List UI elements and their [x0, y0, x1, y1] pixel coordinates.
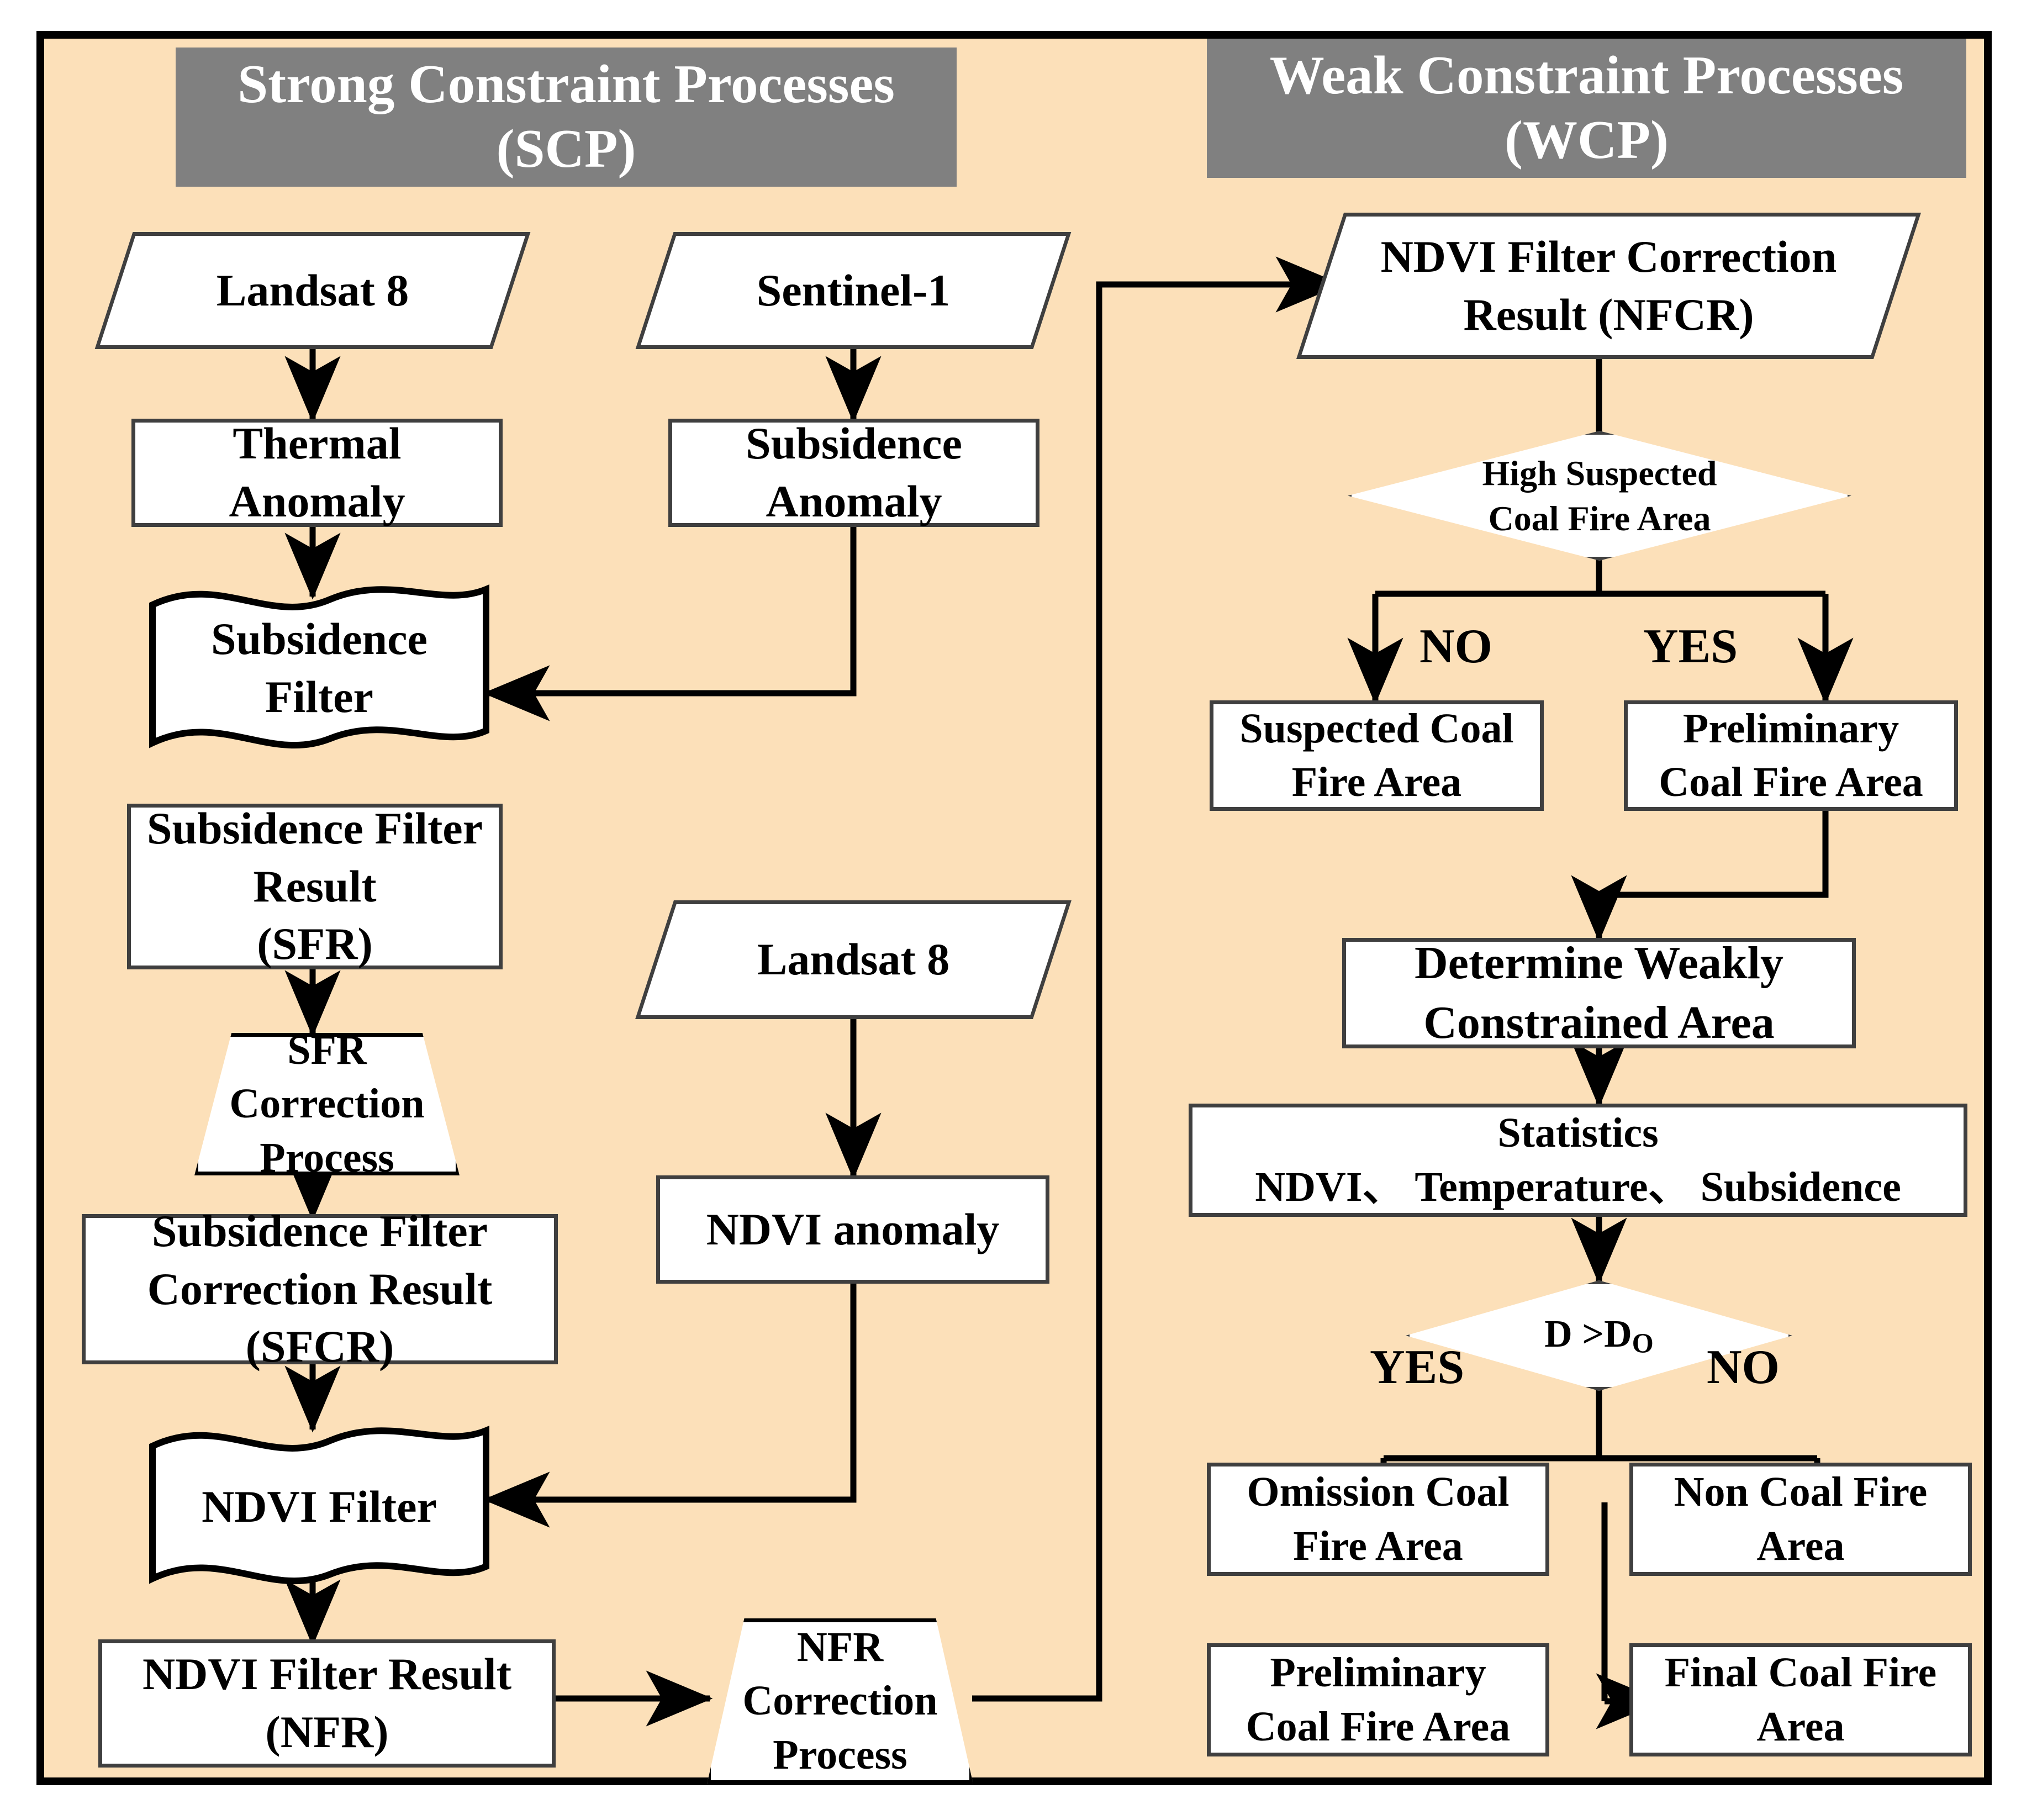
- edge-label-yes-1: YES: [1643, 620, 1738, 673]
- trapezoid-shape: [194, 1033, 460, 1175]
- trapezoid-shape: [707, 1618, 973, 1784]
- header-scp: Strong Constraint Processes (SCP): [176, 48, 957, 187]
- node-subsidence-filter[interactable]: Subsidence Filter: [148, 583, 490, 754]
- edge-label-no-2: NO: [1707, 1341, 1780, 1394]
- node-landsat8-thermal[interactable]: Landsat 8: [94, 232, 531, 349]
- node-sfr-correction-process[interactable]: SFR Correction Process: [194, 1027, 460, 1181]
- node-preliminary-coal-fire-area-2[interactable]: Preliminary Coal Fire Area: [1207, 1643, 1549, 1756]
- node-subsidence-anomaly[interactable]: Subsidence Anomaly: [668, 418, 1039, 527]
- node-ndvi-anomaly[interactable]: NDVI anomaly: [656, 1175, 1049, 1284]
- node-sfcr[interactable]: Subsidence Filter Correction Result (SFC…: [82, 1206, 558, 1371]
- node-sfr[interactable]: Subsidence Filter Result (SFR): [127, 803, 503, 969]
- wave-shape: [149, 584, 489, 749]
- node-ndvi-filter[interactable]: NDVI Filter: [148, 1424, 490, 1590]
- node-non-coal-fire-area[interactable]: Non Coal Fire Area: [1629, 1463, 1972, 1576]
- node-high-suspected-decision[interactable]: High Suspected Coal Fire Area: [1348, 431, 1851, 561]
- node-landsat8-ndvi[interactable]: Landsat 8: [635, 900, 1072, 1019]
- node-nfcr[interactable]: NDVI Filter Correction Result (NFCR): [1296, 213, 1922, 359]
- edge-label-yes-2: YES: [1370, 1341, 1465, 1394]
- statistics-title: Statistics: [1497, 1110, 1659, 1157]
- node-suspected-coal-fire-area[interactable]: Suspected Coal Fire Area: [1210, 700, 1544, 811]
- wave-shape: [149, 1426, 489, 1585]
- node-statistics[interactable]: Statistics NDVI、 Temperature、 Subsidence: [1189, 1104, 1967, 1217]
- node-preliminary-coal-fire-area[interactable]: Preliminary Coal Fire Area: [1624, 700, 1958, 811]
- node-nfr[interactable]: NDVI Filter Result (NFR): [98, 1639, 556, 1768]
- statistics-items: NDVI、 Temperature、 Subsidence: [1255, 1163, 1901, 1210]
- header-wcp: Weak Constraint Processes (WCP): [1207, 39, 1966, 178]
- node-omission-coal-fire-area[interactable]: Omission Coal Fire Area: [1207, 1463, 1549, 1576]
- edge-label-no-1: NO: [1419, 620, 1492, 673]
- node-final-coal-fire-area[interactable]: Final Coal Fire Area: [1629, 1643, 1972, 1756]
- node-nfr-correction-process[interactable]: NFR Correction Process: [707, 1618, 973, 1784]
- node-determine-weakly-constrained-area[interactable]: Determine Weakly Constrained Area: [1342, 937, 1856, 1048]
- decision-d-subscript: O: [1632, 1328, 1654, 1359]
- node-thermal-anomaly[interactable]: Thermal Anomaly: [131, 418, 503, 527]
- decision-d-label: D >D: [1544, 1313, 1632, 1356]
- node-sentinel1[interactable]: Sentinel-1: [635, 232, 1072, 349]
